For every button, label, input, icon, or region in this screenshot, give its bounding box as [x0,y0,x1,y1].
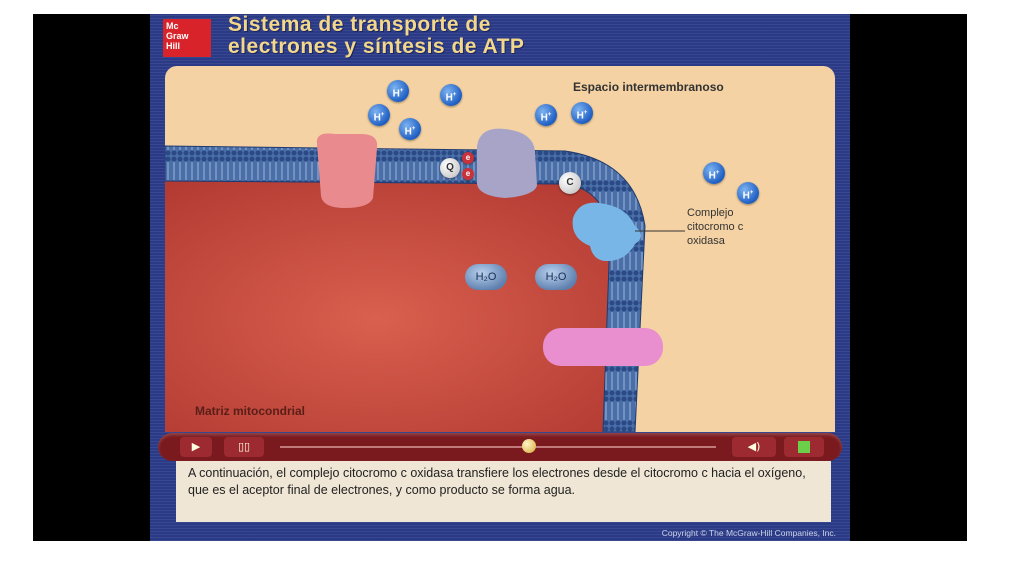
ubiquinone-q: Q [440,158,460,178]
pause-button[interactable]: ▯▯ [224,437,264,457]
volume-icon: ◀) [747,440,761,453]
logo-line-1: Mc [166,21,179,31]
title-line-1: Sistema de transporte de [228,13,491,36]
complex-label-line-1: Complejo [687,207,734,219]
volume-button[interactable]: ◀) [732,437,776,457]
page-title: Sistema de transporte de electrones y sí… [228,14,648,58]
mcgraw-hill-logo: Mc Graw Hill [163,19,211,57]
progress-track[interactable] [280,446,716,448]
complex-iii [477,128,537,198]
complex-label-line-3: oxidasa [687,235,725,247]
play-button[interactable]: ▶ [180,437,212,457]
water-molecule: H₂O [535,264,577,290]
copyright-notice: Copyright © The McGraw-Hill Companies, I… [661,528,836,538]
proton-ion: H+ [535,104,557,126]
matrix-label: Matriz mitocondrial [195,404,306,418]
proton-ion: H+ [387,80,409,102]
water-molecule: H₂O [465,264,507,290]
electron: e [462,152,474,164]
proton-ion: H+ [368,104,390,126]
intermembrane-space-label: Espacio intermembranoso [573,80,724,94]
logo-line-3: Hill [166,41,181,51]
pause-icon: ▯▯ [237,440,251,453]
complex-label: Complejo citocromo c oxidasa [687,206,743,248]
animation-stage: Espacio intermembranoso Matriz mitocondr… [165,66,835,432]
stop-button[interactable] [784,437,824,457]
proton-ion: H+ [571,102,593,124]
atp-synthase [543,328,663,366]
cytochrome-c: C [559,172,581,194]
proton-ion: H+ [440,84,462,106]
complex-label-line-2: citocromo c [687,221,744,233]
proton-ion: H+ [737,182,759,204]
logo-line-2: Graw [166,31,189,41]
proton-ion: H+ [399,118,421,140]
mitochondrial-matrix [165,181,635,432]
progress-thumb[interactable] [521,439,536,453]
electron: e [462,168,474,180]
player-controls: ▶ ▯▯ ◀) [158,433,842,461]
proton-ion: H+ [703,162,725,184]
stop-icon [798,441,810,453]
complex-i [316,133,378,208]
title-line-2: electrones y síntesis de ATP [228,35,525,58]
cytochrome-c-oxidase [572,202,641,262]
membrane-illustration [165,128,685,432]
play-icon: ▶ [191,440,201,453]
narration-caption: A continuación, el complejo citocromo c … [176,461,831,522]
